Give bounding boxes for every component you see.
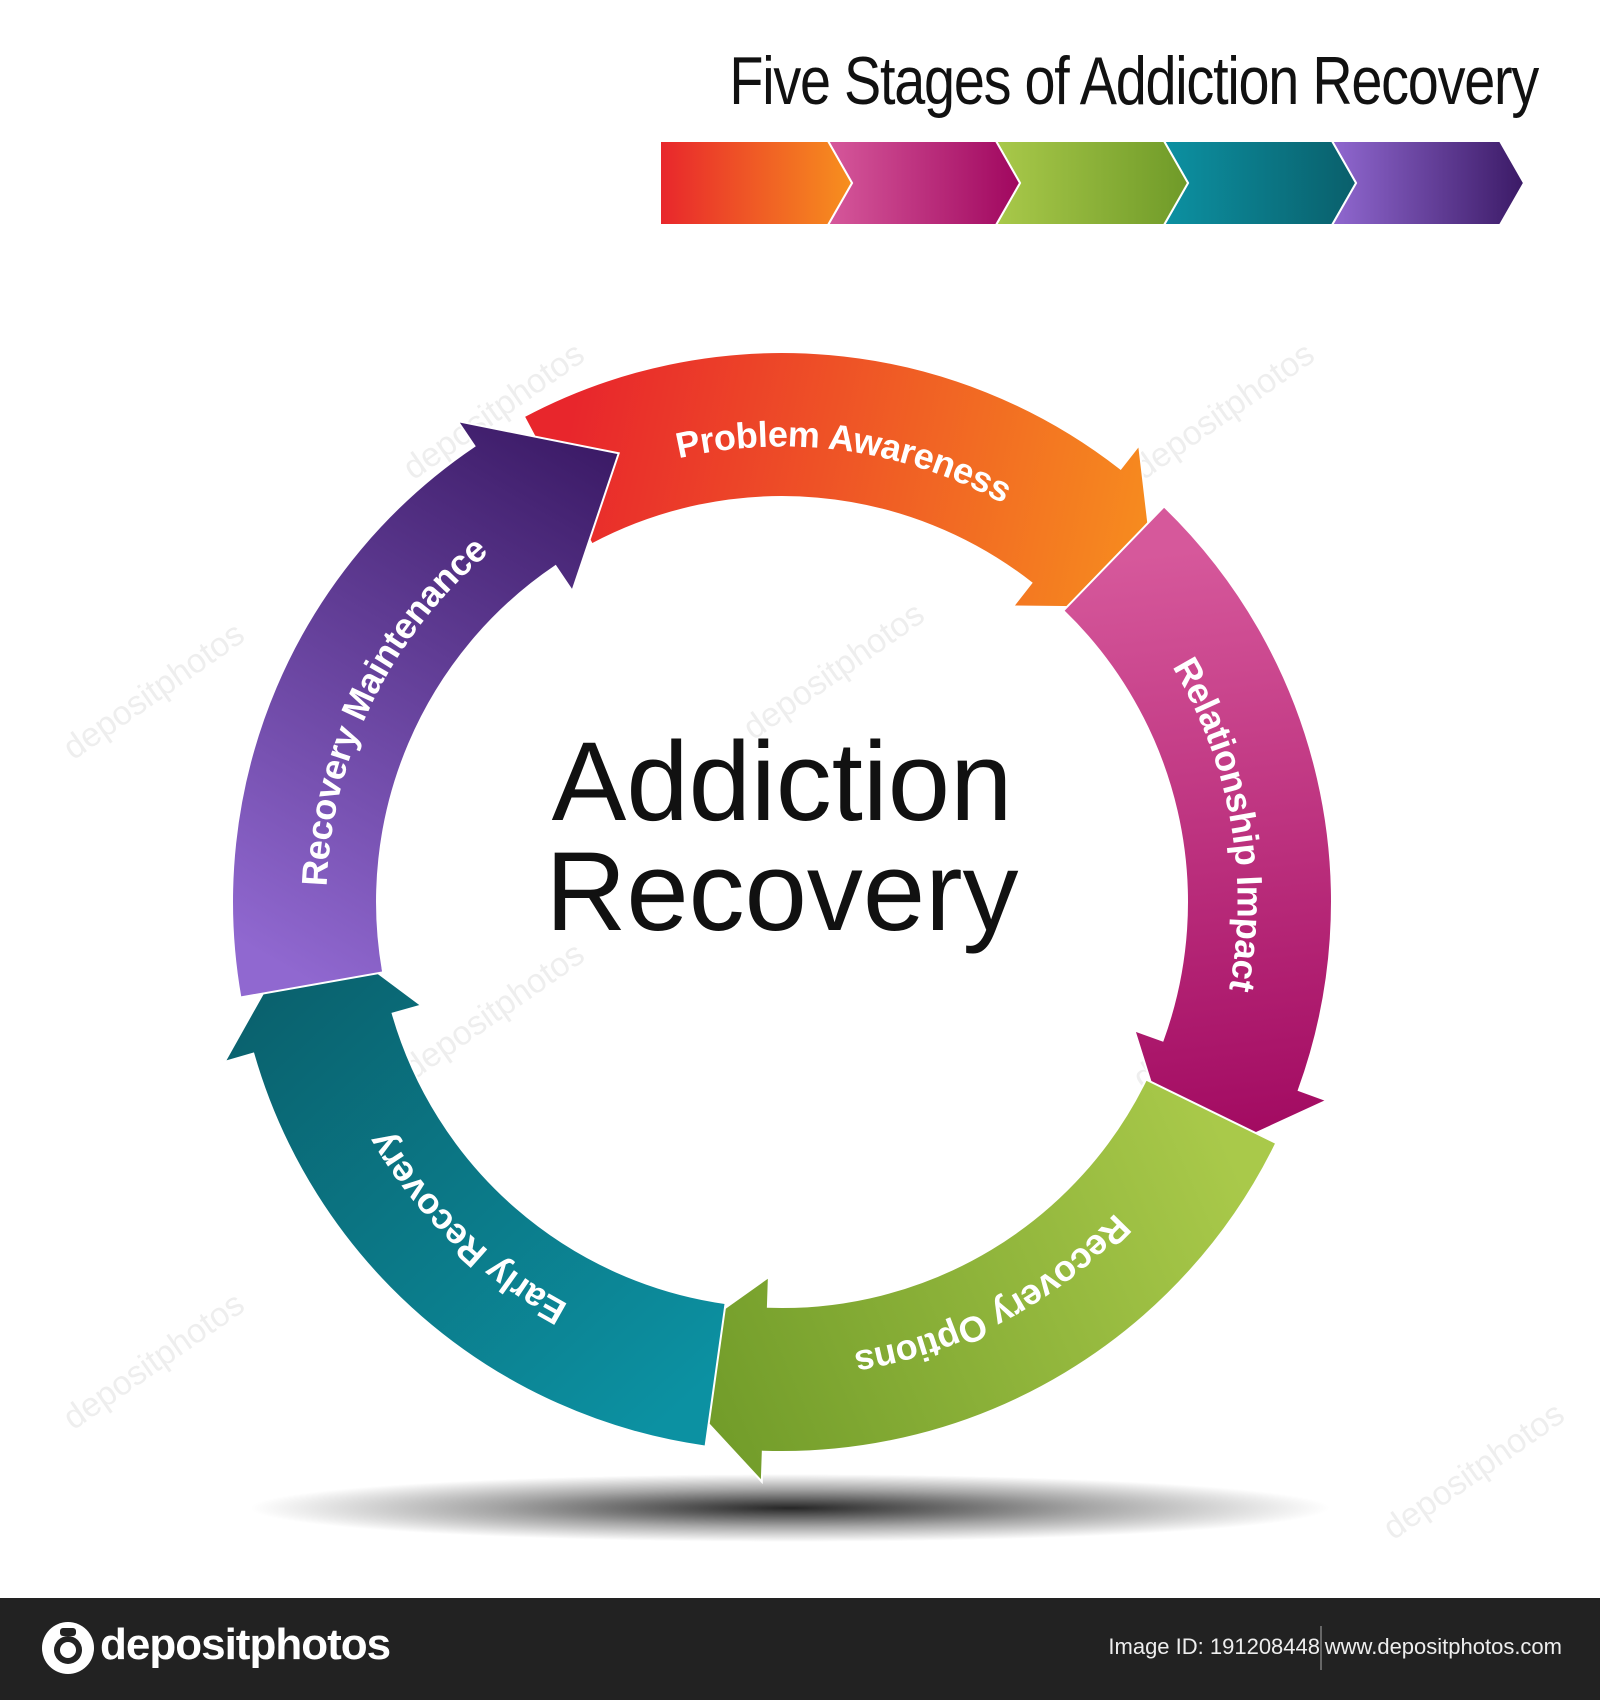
center-title-line1: Addiction xyxy=(552,719,1013,844)
footer-divider xyxy=(1320,1626,1322,1670)
cycle-diagram: depositphotos depositphotos depositphotos d… xyxy=(56,335,1571,1548)
watermark-text: depositphotos xyxy=(1376,1395,1571,1548)
watermark-text: depositphotos xyxy=(1126,335,1321,488)
watermark-text: depositphotos xyxy=(396,935,591,1088)
watermark-text: depositphotos xyxy=(56,615,251,768)
center-label: Addiction Recovery xyxy=(545,719,1018,954)
stage-bar-segment xyxy=(660,140,854,226)
watermark-text: depositphotos xyxy=(56,1285,251,1438)
stage-arrow xyxy=(1061,504,1333,1171)
stage-arrow xyxy=(648,1078,1278,1485)
footer-bar: depositphotos Image ID: 191208448 www.de… xyxy=(0,1598,1600,1700)
stage-arrow xyxy=(522,351,1160,610)
page-title: Five Stages of Addiction Recovery xyxy=(729,43,1539,119)
stage-arrow xyxy=(222,917,727,1448)
footer-url[interactable]: www.depositphotos.com xyxy=(1324,1634,1562,1659)
center-title-line2: Recovery xyxy=(545,829,1018,954)
camera-logo-icon xyxy=(42,1622,94,1674)
stage-color-bar xyxy=(660,140,1526,226)
footer-brand: depositphotos xyxy=(100,1620,391,1669)
cycle-arrows xyxy=(222,351,1333,1485)
drop-shadow xyxy=(250,1474,1330,1542)
stage-arrow xyxy=(231,419,621,999)
footer-image-id: Image ID: 191208448 xyxy=(1108,1634,1320,1659)
